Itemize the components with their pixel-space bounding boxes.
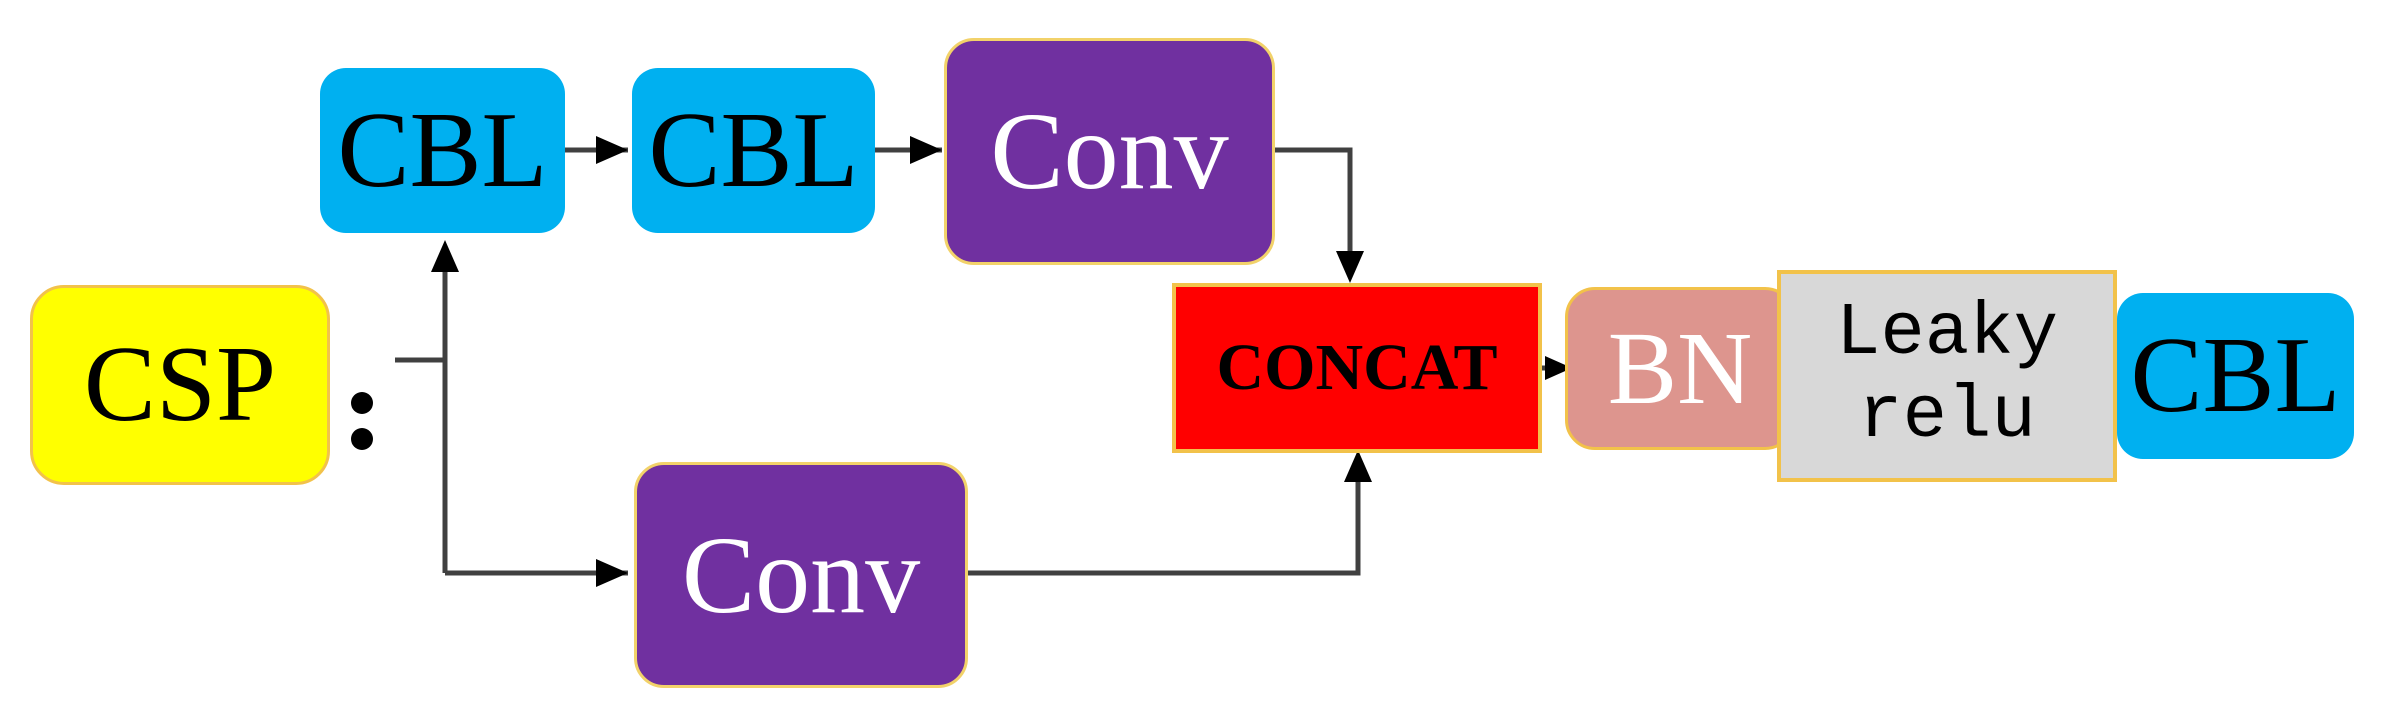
colon-dot-upper bbox=[351, 392, 373, 414]
conv-block-top: Conv bbox=[944, 38, 1275, 265]
conv-bottom-label: Conv bbox=[681, 513, 921, 636]
cbl-top-2-label: CBL bbox=[648, 90, 859, 210]
conv-block-bottom: Conv bbox=[634, 462, 968, 688]
concat-block: CONCAT bbox=[1172, 283, 1542, 453]
bn-label: BN bbox=[1607, 311, 1753, 426]
csp-block: CSP bbox=[30, 285, 330, 485]
concat-label: CONCAT bbox=[1216, 331, 1498, 404]
cbl-block-top-1: CBL bbox=[320, 68, 565, 233]
cbl-top-1-label: CBL bbox=[337, 90, 548, 210]
conv-top-label: Conv bbox=[990, 90, 1229, 212]
csp-label: CSP bbox=[83, 325, 277, 444]
cbl-block-right: CBL bbox=[2117, 293, 2354, 459]
arrow-conv-bottom-to-concat bbox=[968, 470, 1361, 576]
leaky-relu-block: Leaky relu bbox=[1777, 270, 2117, 482]
cbl-right-label: CBL bbox=[2130, 316, 2341, 435]
arrow-conv-top-to-concat bbox=[1275, 147, 1353, 268]
leaky-relu-label-line2: relu bbox=[1858, 375, 2036, 459]
bn-block: BN bbox=[1565, 287, 1795, 450]
leaky-relu-label-line1: Leaky bbox=[1835, 292, 2059, 377]
cbl-block-top-2: CBL bbox=[632, 68, 875, 233]
colon-dot-lower bbox=[351, 428, 373, 450]
